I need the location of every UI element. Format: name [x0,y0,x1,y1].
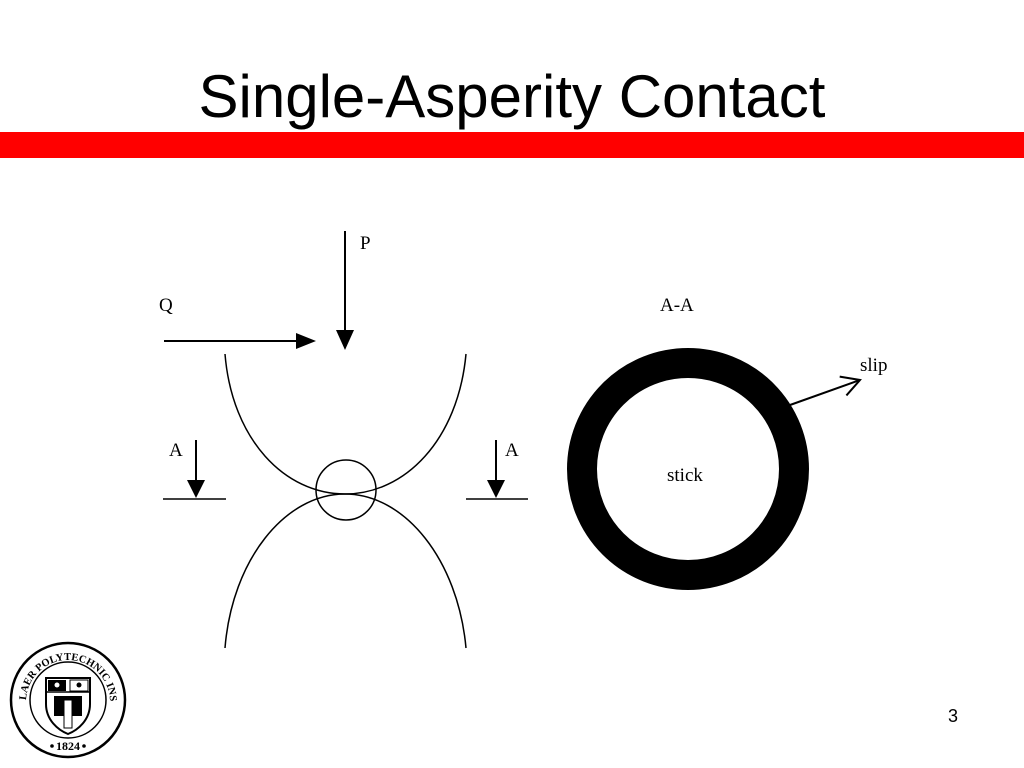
section-left-arrowhead [187,480,205,498]
label-section-view: A-A [660,295,694,316]
slip-arrow [789,380,860,406]
label-section-right: A [505,440,519,461]
rpi-seal-logo: RENSSELAER POLYTECHNIC INSTITUTE 1824 [8,640,127,759]
contact-circle [315,459,377,521]
section-right-arrowhead [487,480,505,498]
lower-asperity-curve [224,493,467,649]
upper-asperity-curve [224,353,467,495]
title-accent-bar [0,132,1024,158]
label-slip: slip [860,355,887,376]
page-number: 3 [948,706,959,726]
slip-annulus [567,348,809,590]
load-p-arrowhead [336,330,354,350]
load-q-arrowhead [296,333,316,349]
label-section-left: A [169,440,183,461]
slide-title: Single-Asperity Contact [198,63,826,130]
label-q: Q [159,295,173,316]
label-p: P [360,233,371,254]
seal-year-text: 1824 [56,739,80,753]
label-stick: stick [667,465,703,486]
